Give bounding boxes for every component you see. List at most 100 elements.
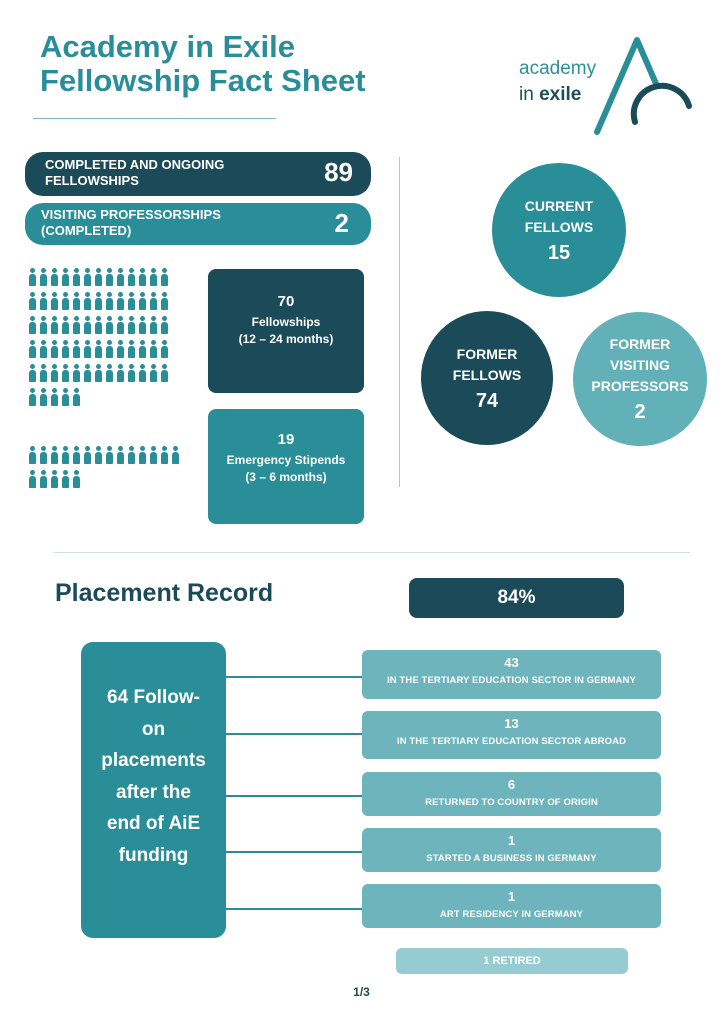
person-icon xyxy=(104,268,115,286)
person-icon xyxy=(60,364,71,382)
person-icon xyxy=(170,446,181,464)
completed-label-line-2: FELLOWSHIPS xyxy=(45,173,139,188)
person-icon xyxy=(104,340,115,358)
person-icon xyxy=(126,364,137,382)
vertical-divider xyxy=(399,157,400,487)
person-icon xyxy=(115,316,126,334)
person-icon xyxy=(126,292,137,310)
person-icon xyxy=(71,388,82,406)
person-icon xyxy=(49,470,60,488)
person-icon xyxy=(60,340,71,358)
person-icon xyxy=(159,340,170,358)
person-icon xyxy=(159,446,170,464)
former-visiting-professors-circle: FORMER VISITING PROFESSORS 2 xyxy=(573,312,707,446)
stipends-label: Emergency Stipends (3 – 6 months) xyxy=(208,452,364,486)
placement-item-count: 6 xyxy=(507,777,516,792)
person-icon xyxy=(137,364,148,382)
person-icon xyxy=(115,364,126,382)
former-fellows-label-1: FORMER xyxy=(456,345,518,362)
logo-word-in-exile: in exile xyxy=(519,84,581,106)
person-icon xyxy=(126,316,137,334)
connector-line xyxy=(226,676,362,678)
person-icon xyxy=(93,364,104,382)
person-icon xyxy=(82,364,93,382)
person-icon xyxy=(148,364,159,382)
person-icon xyxy=(27,470,38,488)
person-icon xyxy=(27,292,38,310)
person-icon xyxy=(137,340,148,358)
person-icon xyxy=(49,268,60,286)
person-icon xyxy=(38,292,49,310)
current-fellows-circle: CURRENT FELLOWS 15 xyxy=(492,163,626,297)
person-icon xyxy=(49,446,60,464)
logo-word-in: in xyxy=(519,84,534,105)
person-icon xyxy=(60,446,71,464)
person-icon xyxy=(60,388,71,406)
placement-item-count: 43 xyxy=(504,655,519,670)
person-icon xyxy=(27,340,38,358)
follow-on-line: after the xyxy=(116,781,191,803)
person-icon xyxy=(159,292,170,310)
person-icon xyxy=(60,470,71,488)
person-icon xyxy=(71,316,82,334)
person-icon xyxy=(38,340,49,358)
follow-on-line: end of AiE xyxy=(106,813,201,834)
person-icon xyxy=(126,446,137,464)
page-title: Academy in Exile Fellowship Fact Sheet xyxy=(40,30,366,98)
fellowships-count: 70 xyxy=(277,293,295,310)
placement-percent-badge: 84% xyxy=(409,578,624,618)
placement-item-count: 1 xyxy=(507,889,516,904)
logo-mark-icon xyxy=(594,37,692,135)
former-vp-label-1: FORMER xyxy=(609,336,671,352)
connector-line xyxy=(226,851,362,853)
current-fellows-label-2: FELLOWS xyxy=(524,218,594,235)
person-icon xyxy=(27,364,38,382)
person-icon xyxy=(159,316,170,334)
visiting-professorships-label: VISITING PROFESSORSHIPS (COMPLETED) xyxy=(41,207,221,239)
former-vp-label-3: PROFESSORS xyxy=(591,378,689,394)
section-divider xyxy=(53,552,690,553)
person-icon xyxy=(38,446,49,464)
person-icon xyxy=(60,292,71,310)
person-icon xyxy=(93,268,104,286)
follow-on-line: placements xyxy=(101,750,206,771)
person-icon xyxy=(137,292,148,310)
placement-item-label: RETURNED TO COUNTRY OF ORIGIN xyxy=(425,797,598,808)
follow-on-line: on xyxy=(141,718,166,740)
person-icon xyxy=(49,292,60,310)
person-icon xyxy=(49,340,60,358)
former-fellows-label-2: FELLOWS xyxy=(452,366,522,383)
stipends-box: 19 Emergency Stipends (3 – 6 months) xyxy=(208,409,364,524)
fellowships-label-text: Fellowships xyxy=(251,315,321,329)
person-icon xyxy=(148,316,159,334)
person-icon xyxy=(148,446,159,464)
visiting-label-line-2: (COMPLETED) xyxy=(41,223,132,238)
person-icon xyxy=(137,316,148,334)
person-icon xyxy=(82,292,93,310)
visiting-professorships-pill: VISITING PROFESSORSHIPS (COMPLETED) 2 xyxy=(25,203,371,245)
person-icon xyxy=(82,316,93,334)
person-icon xyxy=(93,340,104,358)
fellowships-box: 70 Fellowships (12 – 24 months) xyxy=(208,269,364,393)
person-icon xyxy=(93,316,104,334)
person-icon xyxy=(71,470,82,488)
person-icon xyxy=(71,364,82,382)
person-icon xyxy=(104,316,115,334)
connector-line xyxy=(226,795,362,797)
placement-item: 1 ART RESIDENCY IN GERMANY xyxy=(362,884,661,928)
stipend-people-grid xyxy=(27,446,181,488)
stipends-label-text: Emergency Stipends xyxy=(226,453,346,467)
person-icon xyxy=(104,364,115,382)
person-icon xyxy=(71,268,82,286)
person-icon xyxy=(49,316,60,334)
visiting-label-line-1: VISITING PROFESSORSHIPS xyxy=(41,207,221,222)
stipends-count: 19 xyxy=(277,431,295,448)
person-icon xyxy=(27,446,38,464)
person-icon xyxy=(38,470,49,488)
placement-item-count: 13 xyxy=(504,716,519,731)
placement-record-heading: Placement Record xyxy=(55,579,274,607)
person-icon xyxy=(49,388,60,406)
